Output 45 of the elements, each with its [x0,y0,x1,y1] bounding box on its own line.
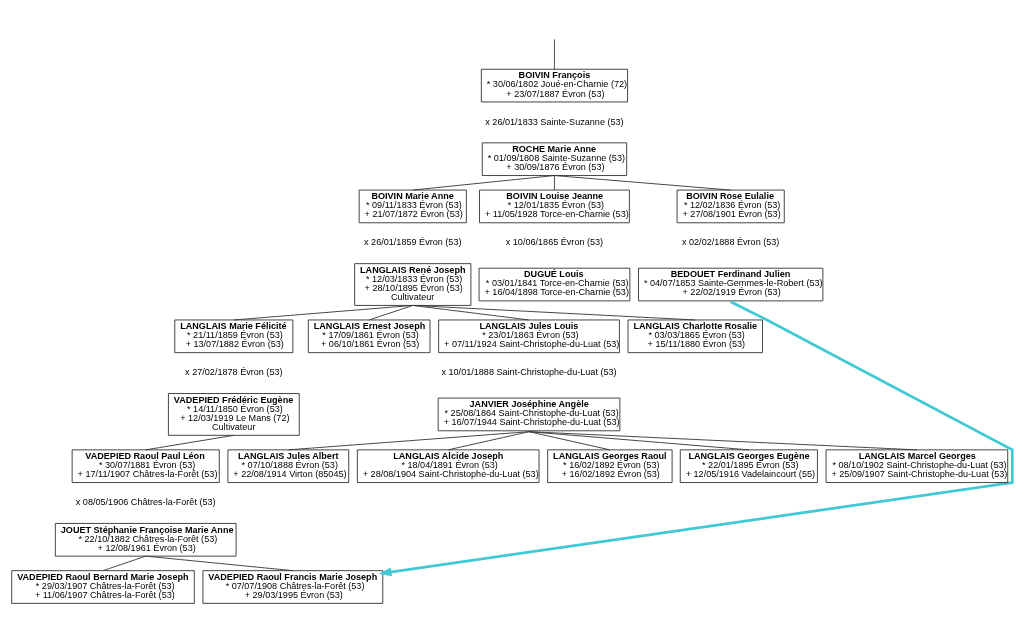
connector [233,304,414,320]
node-box: JOUET Stéphanie Françoise Marie Anne * 22/10/1882 Châtres-la-Forêt (53) + 12/08/1961 Évron (53) [54,522,237,557]
connector [287,430,530,450]
node-label: x 02/02/1888 Évron (53) [681,236,780,247]
node-box: BOIVIN François * 30/06/1802 Joué-en-Charnie (72) + 23/07/1887 Évron (53) [480,68,629,102]
node-box: VADEPIED Raoul Paul Léon * 30/07/1881 Évron (53) + 17/11/1907 Châtres-la-Forêt (53) [71,448,220,483]
node-box: BOIVIN Marie Anne * 09/11/1833 Évron (53) + 21/07/1872 Évron (53) [358,189,467,223]
connector [554,174,555,191]
connector [528,430,918,450]
connector [145,555,294,571]
node-label: x 27/02/1878 Évron (53) [185,366,283,377]
node-box: BEDOUET Ferdinand Julien * 04/07/1853 Sainte-Gemmes-le-Robert (53) + 22/02/1919 Évron (53) [638,267,824,301]
node-box: BOIVIN Rose Eulalie * 12/02/1836 Évron (53) + 27/08/1901 Évron (53) [676,189,785,223]
node-box: VADEPIED Raoul Bernard Marie Joseph * 29/03/1907 Châtres-la-Forêt (53) + 11/06/1907 Châtres-la-Forêt (53) [11,569,195,604]
node-box: LANGLAIS Marie Félicité * 21/11/1859 Évron (53) + 13/07/1882 Évron (53) [174,319,294,353]
connector [528,430,750,450]
node-box: VADEPIED Frédéric Eugène * 14/11/1850 Évron (53) + 12/03/1919 Le Mans (72) Cultivateur [167,392,300,436]
node-box: BOIVIN Louise Jeanne * 12/01/1835 Évron (53) + 11/05/1928 Torce-en-Charnie (53) [479,189,630,223]
node-box: LANGLAIS Jules Louis * 23/01/1863 Évron (53) + 07/11/1924 Saint-Christophe-du-Luat (53) [438,319,620,353]
node-label: x 10/01/1888 Saint-Christophe-du-Luat (53) [441,366,617,377]
connector [368,304,414,320]
connector [554,38,555,70]
node-box: LANGLAIS Georges Raoul * 16/02/1892 Évron (53) + 16/02/1892 Évron (53) [547,448,673,483]
node-box: LANGLAIS Alcide Joseph * 18/04/1891 Évron (53) + 28/08/1904 Saint-Christophe-du-Luat (53) [356,448,540,483]
connector [412,304,696,320]
connector [412,174,555,191]
node-box: LANGLAIS Marcel Georges * 08/10/1902 Saint-Christophe-du-Luat (53) + 25/09/1907 Saint-Christophe-du-Luat (53) [825,448,1009,483]
connector [554,174,732,191]
node-box: LANGLAIS Jules Albert * 07/10/1888 Évron (53) + 22/08/1914 Virton (85045) [227,448,350,483]
node-box: VADEPIED Raoul Francis Marie Joseph * 07/07/1908 Châtres-la-Forêt (53) + 29/03/1995 Évron (53) [202,569,384,604]
node-label: x 26/01/1833 Sainte-Suzanne (53) [485,116,624,127]
node-label: x 10/06/1865 Évron (53) [505,236,604,247]
node-box: DUGUÉ Louis * 03/01/1841 Torce-en-Charnie (53) + 16/04/1898 Torce-en-Charnie (53) [478,267,631,301]
node-label: x 08/05/1906 Châtres-la-Forêt (53) [75,496,216,507]
connector [528,430,611,450]
node-box: LANGLAIS Charlotte Rosalie * 03/03/1865 Évron (53) + 15/11/1880 Évron (53) [627,319,763,353]
connector [145,434,235,450]
node-box: LANGLAIS Georges Eugène * 22/01/1895 Évron (53) + 12/05/1916 Vadelaincourt (55) [679,448,818,483]
node-box: LANGLAIS Ernest Joseph * 17/09/1861 Évron (53) + 06/10/1861 Évron (53) [307,319,431,353]
arrow [378,300,1014,576]
node-box: ROCHE Marie Anne * 01/09/1808 Sainte-Suzanne (53) + 30/09/1876 Évron (53) [481,141,628,176]
node-box: LANGLAIS René Joseph * 12/03/1833 Évron (53) + 28/10/1895 Évron (53) Cultivateur [354,262,472,306]
node-box: JANVIER Joséphine Angèle * 25/08/1864 Saint-Christophe-du-Luat (53) + 16/07/1944 Saint-Christophe-du-Luat (53) [437,397,621,431]
node-label: x 26/01/1859 Évron (53) [364,236,462,247]
connector [447,430,530,450]
